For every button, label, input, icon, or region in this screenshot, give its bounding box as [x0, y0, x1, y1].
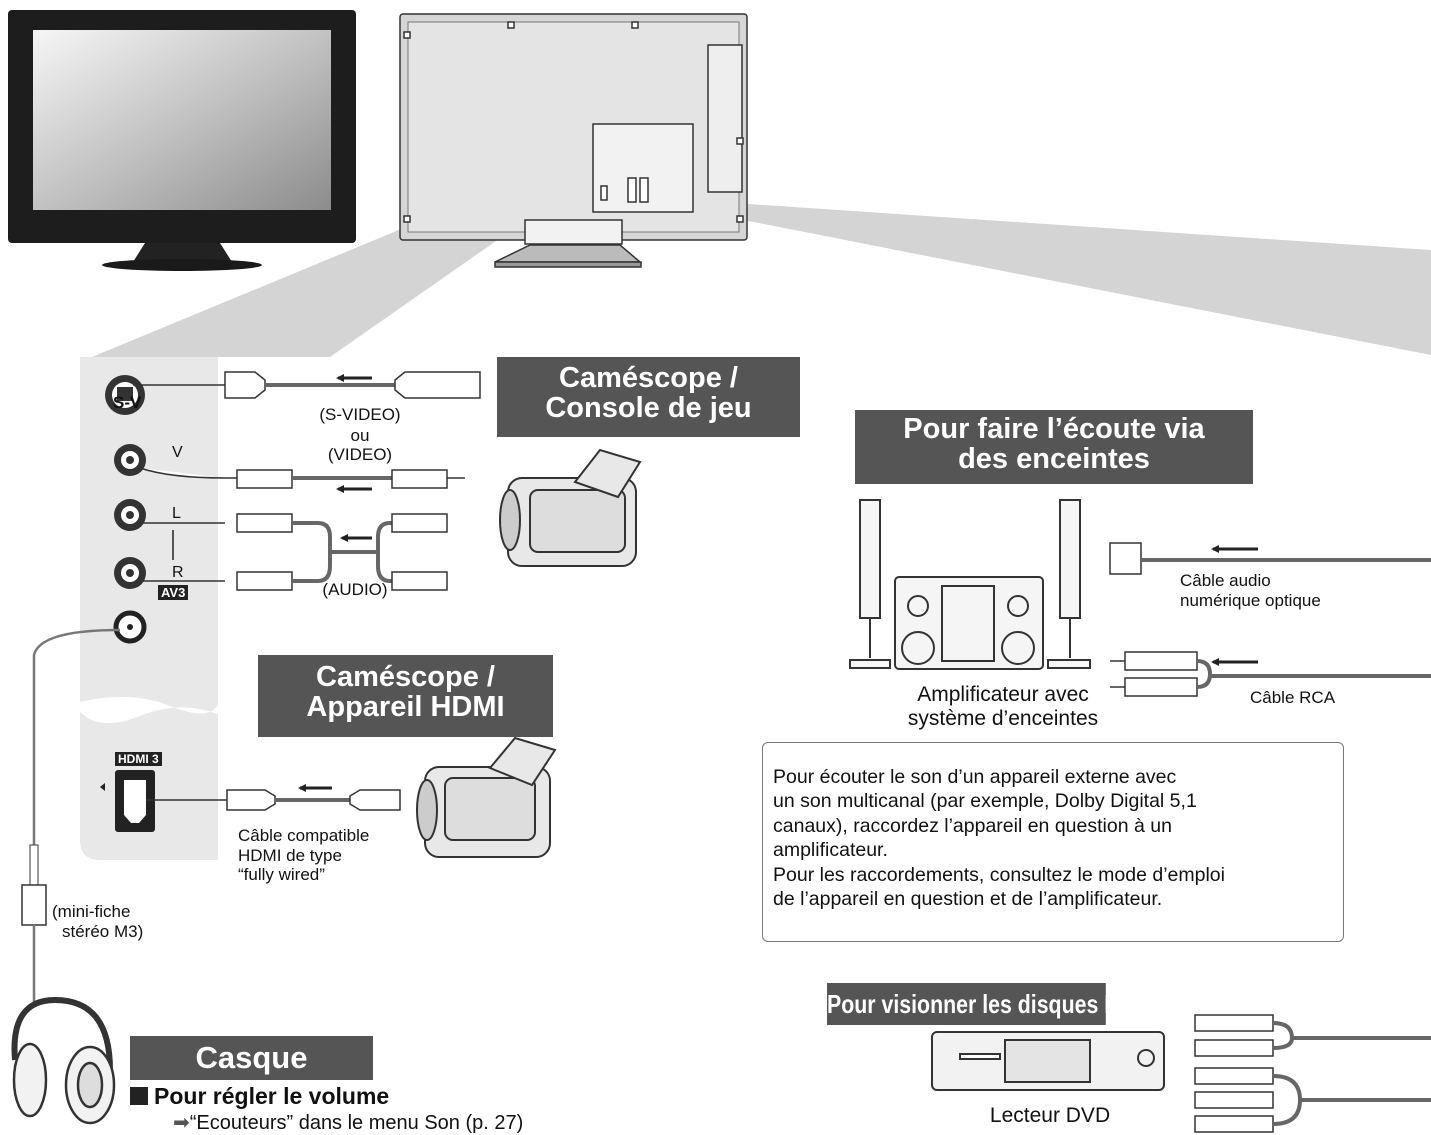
- audio-cables: [139, 513, 448, 591]
- note-line-4: amplificateur.: [773, 839, 888, 862]
- dvd-player-icon: [931, 1031, 1165, 1091]
- rca-cable: [1110, 651, 1431, 697]
- dvd-cables: [1194, 1014, 1431, 1133]
- square-bullet-icon: [130, 1087, 148, 1105]
- amplifier-label-line1: Amplificateur avec: [917, 683, 1089, 706]
- audio-cable-label: (AUDIO): [322, 580, 388, 599]
- camcorder-game-title-line1: Caméscope /: [559, 362, 738, 394]
- speakers-title: Pour faire l’écoute via des enceintes: [855, 410, 1253, 484]
- amplifier-speakers-icon: [849, 499, 1091, 670]
- or-label: ou: [350, 426, 370, 445]
- zoom-beam-left: [92, 95, 708, 357]
- av3-badge: AV3: [158, 585, 189, 600]
- optical-cable-label-line2: numérique optique: [1180, 590, 1321, 610]
- mini-plug-label: (mini-fiche stéréo M3): [52, 902, 143, 941]
- s-video-port-label: S-V: [113, 393, 142, 412]
- audio-r-port: [114, 557, 146, 589]
- rca-cable-label: Câble RCA: [1250, 688, 1336, 707]
- camcorder-hdmi-title: Caméscope / Appareil HDMI: [258, 655, 553, 737]
- tv-back: [399, 13, 748, 268]
- camcorder-icon: [499, 448, 642, 567]
- hdmi3-badge: HDMI 3: [115, 752, 162, 766]
- hdmi-cable-label-line1: Câble compatible: [238, 826, 370, 845]
- hdmi-cable: [146, 789, 401, 811]
- zoom-beam-right: [660, 198, 1431, 355]
- note-line-3: canaux), raccordez l’appareil en questio…: [773, 814, 1172, 837]
- headphones-title: Casque: [130, 1036, 373, 1080]
- volume-reference-text: “Ecouteurs” dans le menu Son (p. 27): [189, 1112, 524, 1134]
- speakers-title-line2: des enceintes: [958, 443, 1150, 476]
- optical-cable-label-line1: Câble audio: [1180, 571, 1271, 590]
- dvd-title: Pour visionner les disques DVD: [827, 983, 1149, 1025]
- camcorder-game-title: Caméscope / Console de jeu: [497, 357, 800, 437]
- video-port: [114, 444, 146, 476]
- optical-cable: [1109, 542, 1431, 575]
- audio-r-port-label: R: [172, 564, 184, 581]
- amplifier-label-line2: système d’enceintes: [907, 707, 1099, 731]
- hdmi-cable-label: Câble compatible HDMI de type “fully wir…: [238, 826, 369, 885]
- mini-plug-label-line2: stéréo M3): [62, 921, 144, 941]
- s-video-cable: [133, 371, 481, 399]
- headphone-cable: [32, 628, 121, 845]
- hdmi-cable-label-line2: HDMI de type: [238, 845, 342, 865]
- dvd-player-label: Lecteur DVD: [989, 1104, 1111, 1127]
- video-cable-label: (VIDEO): [327, 445, 393, 464]
- volume-heading-text: Pour régler le volume: [154, 1083, 390, 1109]
- hdmi-cable-label-line3: “fully wired”: [238, 865, 325, 885]
- optical-cable-label: Câble audio numérique optique: [1180, 571, 1321, 610]
- camcorder-hdmi-title-line1: Caméscope /: [316, 661, 495, 693]
- audio-l-port: [114, 499, 146, 531]
- mini-plug-label-line1: (mini-fiche: [52, 902, 131, 921]
- side-panel: [80, 357, 218, 860]
- volume-reference: ➡“Ecouteurs” dans le menu Son (p. 27): [173, 1110, 523, 1135]
- headphone-port: [113, 610, 147, 644]
- amplifier-label: Amplificateur avec système d’enceintes: [883, 683, 1123, 731]
- audio-l-port-label: L: [172, 505, 181, 522]
- camcorder-hdmi-icon: [416, 736, 557, 858]
- camcorder-hdmi-title-line2: Appareil HDMI: [306, 691, 505, 724]
- note-line-1: Pour écouter le son d’un appareil extern…: [773, 766, 1177, 788]
- svideo-cable-label: (S-VIDEO): [319, 405, 401, 424]
- arrow-right-icon: ➡: [173, 1112, 190, 1134]
- video-cable: [139, 467, 465, 489]
- tv-front: [8, 10, 356, 271]
- camcorder-game-title-line2: Console de jeu: [545, 392, 752, 425]
- note-line-5: Pour les raccordements, consultez le mod…: [773, 863, 1225, 886]
- volume-heading: Pour régler le volume: [130, 1083, 389, 1110]
- video-port-label: V: [172, 444, 183, 461]
- note-line-6: de l’appareil en question et de l’amplif…: [773, 887, 1163, 910]
- headphones-icon: [11, 996, 116, 1125]
- speakers-title-line1: Pour faire l’écoute via: [903, 413, 1205, 445]
- hdmi-port: [115, 770, 155, 832]
- note-line-2: un son multicanal (par exemple, Dolby Di…: [773, 790, 1197, 813]
- multichannel-note: Pour écouter le son d’un appareil extern…: [762, 742, 1344, 942]
